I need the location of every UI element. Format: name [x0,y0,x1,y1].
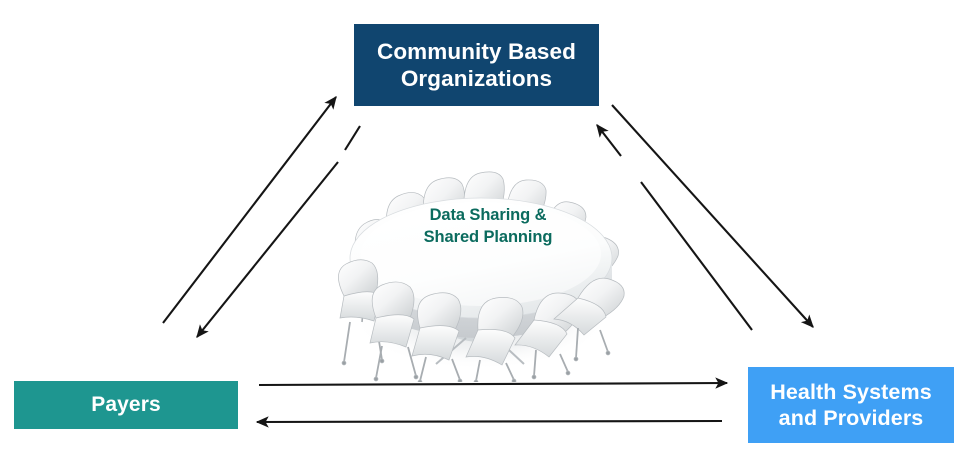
node-health-label-line-2: and Providers [778,406,924,430]
conference-table-illustration [328,150,634,382]
connector-health-to-payers [255,416,723,428]
connector-payers-to-cbo [162,95,337,324]
connector-payers-to-health [258,377,729,389]
connector-cbo-to-payers-upper [344,125,361,151]
node-payers[interactable]: Payers [14,381,238,429]
node-payers-label: Payers [91,393,161,417]
node-community-based-organizations[interactable]: Community Based Organizations [354,24,599,106]
node-health-label-line-1: Health Systems [770,379,932,404]
connector-cbo-to-payers [196,161,339,338]
node-health-systems-and-providers[interactable]: Health Systems and Providers [748,367,954,443]
connector-cbo-to-health [611,104,814,328]
connector-health-to-cbo-lower [640,181,753,331]
node-cbo-label-line-1: Community Based [376,38,577,64]
node-cbo-label-line-2: Organizations [400,66,553,91]
